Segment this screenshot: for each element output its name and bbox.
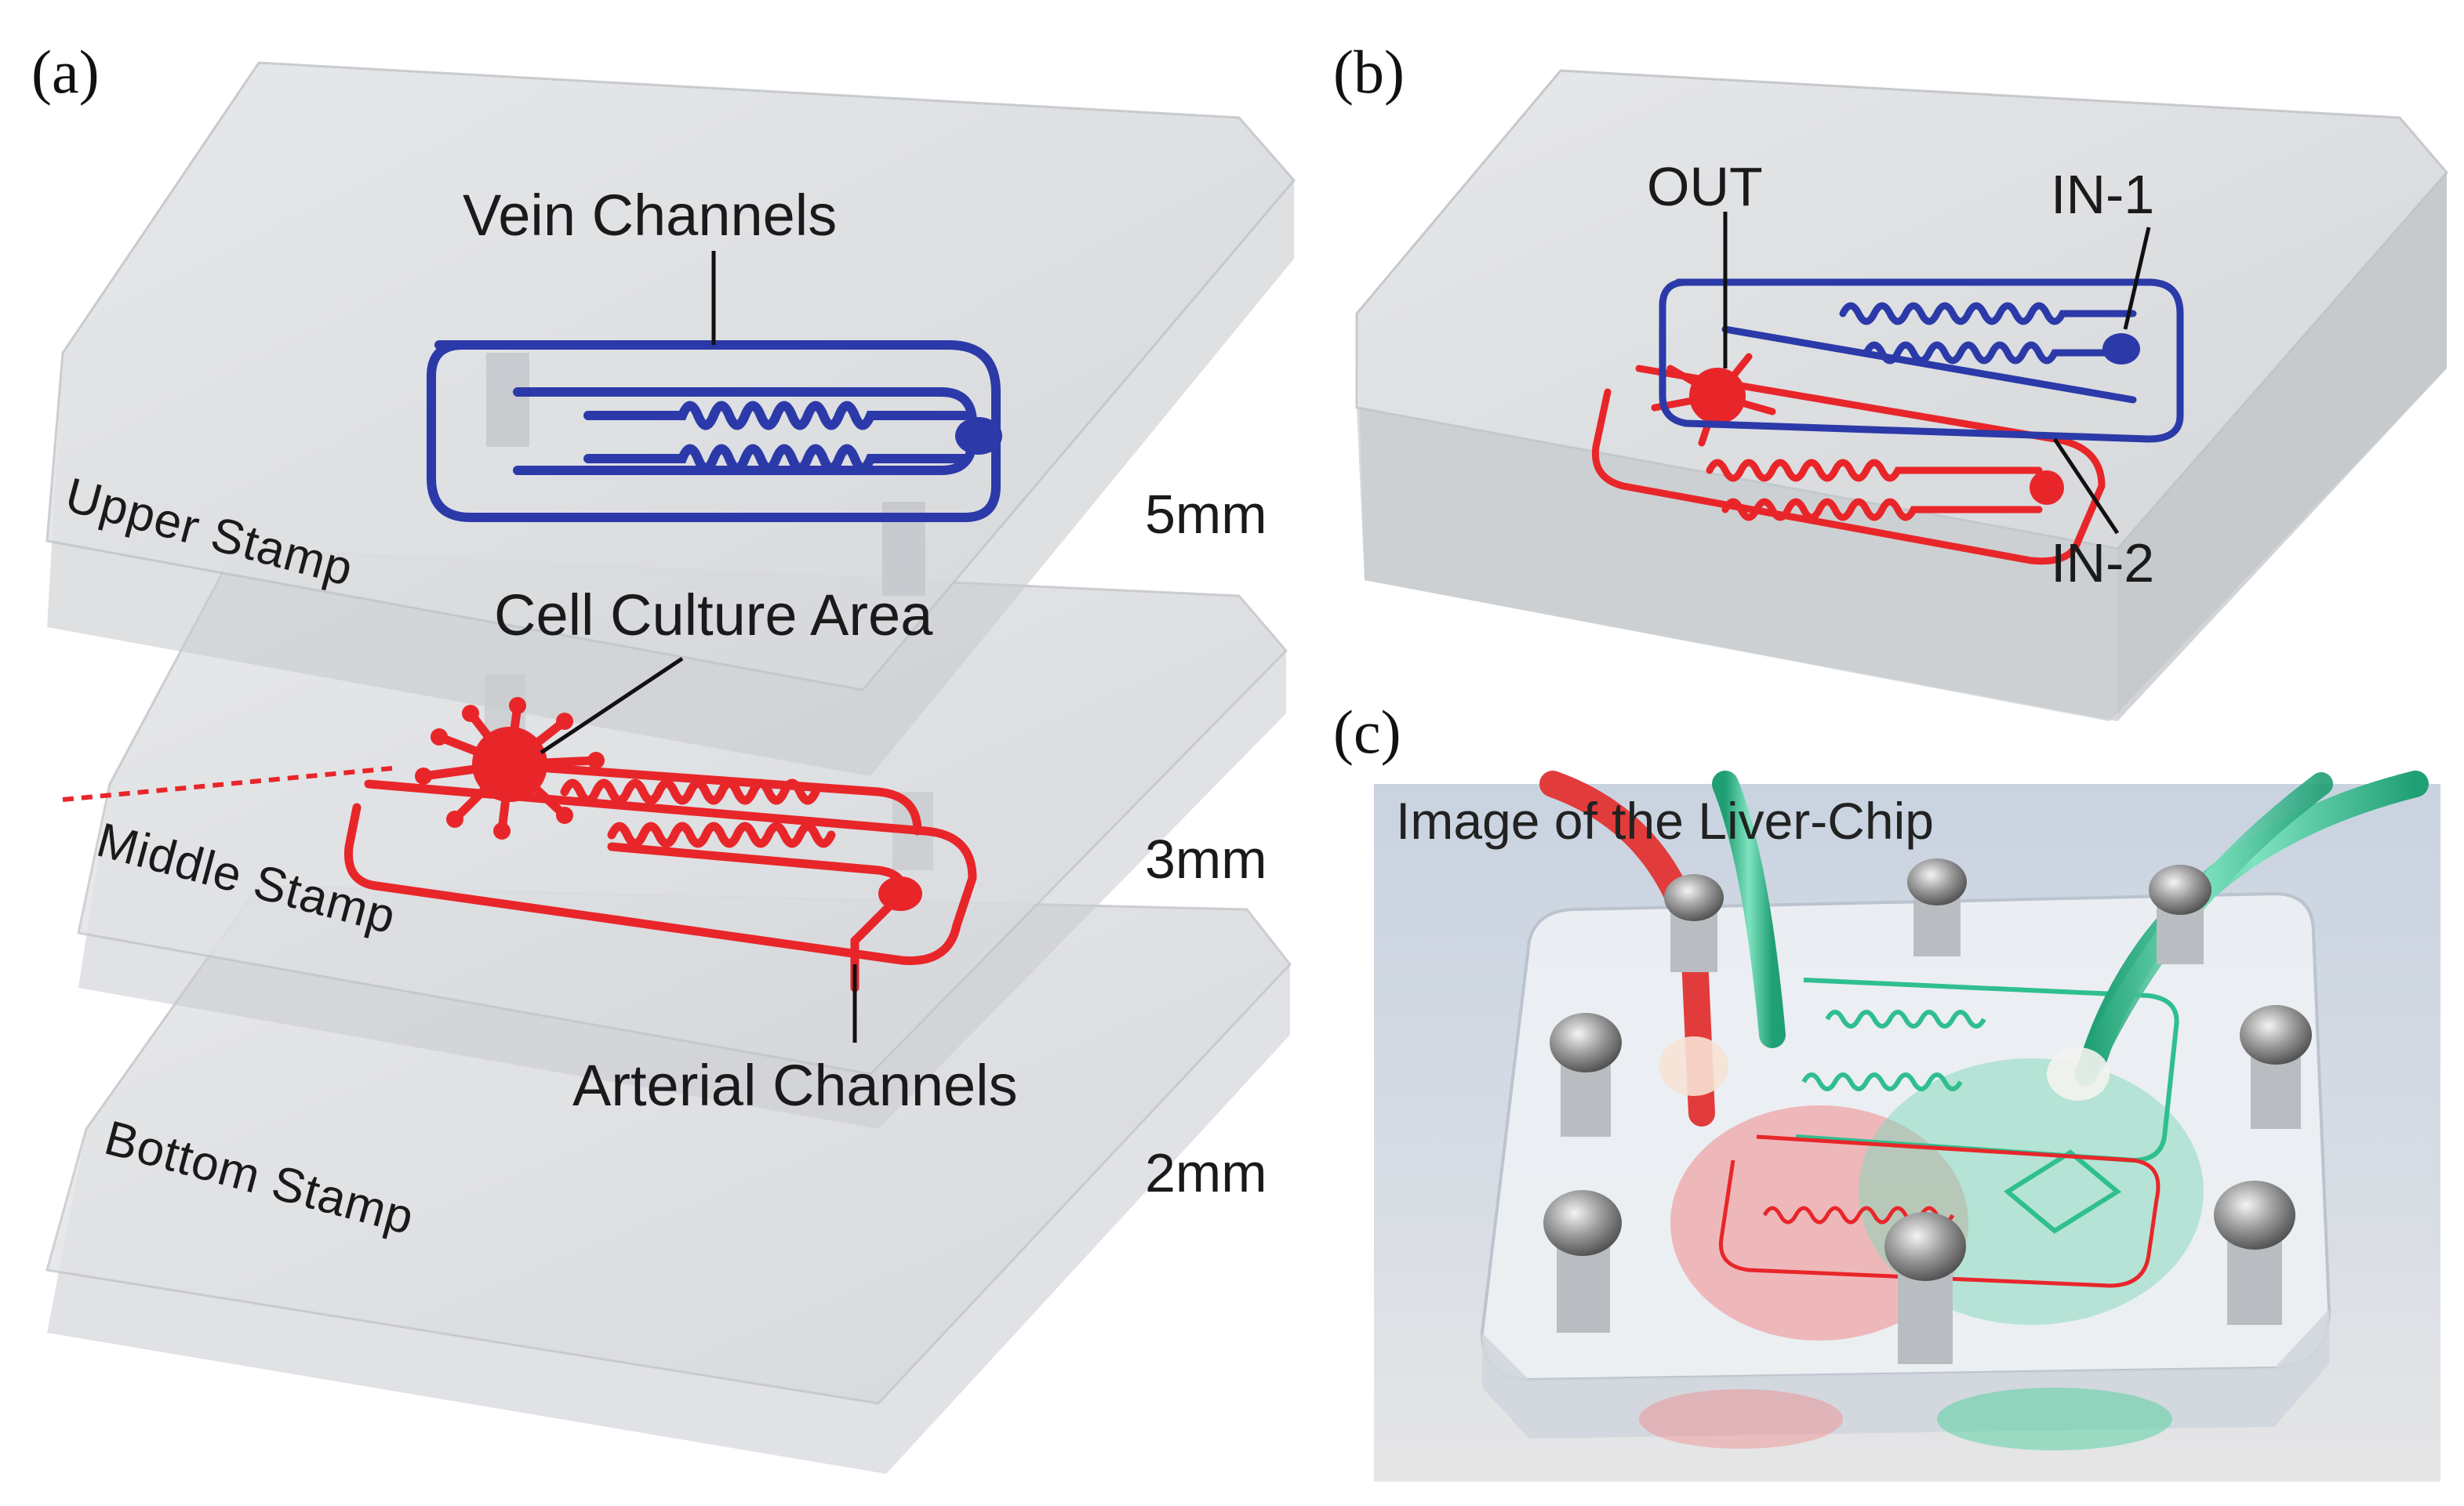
bottom-stamp-thickness: 2mm [1145,1142,1267,1203]
vein-channels-label: Vein Channels [463,183,837,248]
vein-inlet-port [955,417,1002,455]
chip-photo [1374,771,2440,1482]
upper-stamp-thickness: 5mm [1145,484,1267,545]
b-vein-channels [1659,278,2184,443]
in2-callout-line [2052,437,2120,535]
out-label: OUT [1647,156,1763,217]
b-arterial-nodes [1689,368,2064,505]
green-tube-1 [1712,771,1786,1048]
panel-a: (a) [31,38,1296,1474]
b-vein-port [2102,333,2140,365]
panel-b-letter: (b) [1333,38,1405,106]
b-arterial-channels [1591,353,2106,565]
arterial-channels-label: Arterial Channels [572,1053,1018,1118]
assembled-chip [1355,69,2448,721]
in2-label: IN-2 [2051,532,2154,593]
middle-stamp-thickness: 3mm [1145,829,1267,890]
in1-callout-line [2123,227,2151,330]
vein-channels [427,340,1001,522]
c-green-channels [1795,978,2179,1234]
cell-culture-area-label: Cell Culture Area [494,582,933,648]
screws [1543,858,2312,1364]
panel-b: (b) OUT [1333,38,2448,721]
panel-c: (c) [1333,698,2440,1482]
in1-label: IN-1 [2051,164,2154,225]
panel-c-letter: (c) [1333,698,1401,766]
arterial-nodes [415,697,922,911]
photo-caption: Image of the Liver-Chip [1396,792,1934,850]
culture-callout-line [540,656,684,755]
panel-a-letter: (a) [31,38,100,106]
